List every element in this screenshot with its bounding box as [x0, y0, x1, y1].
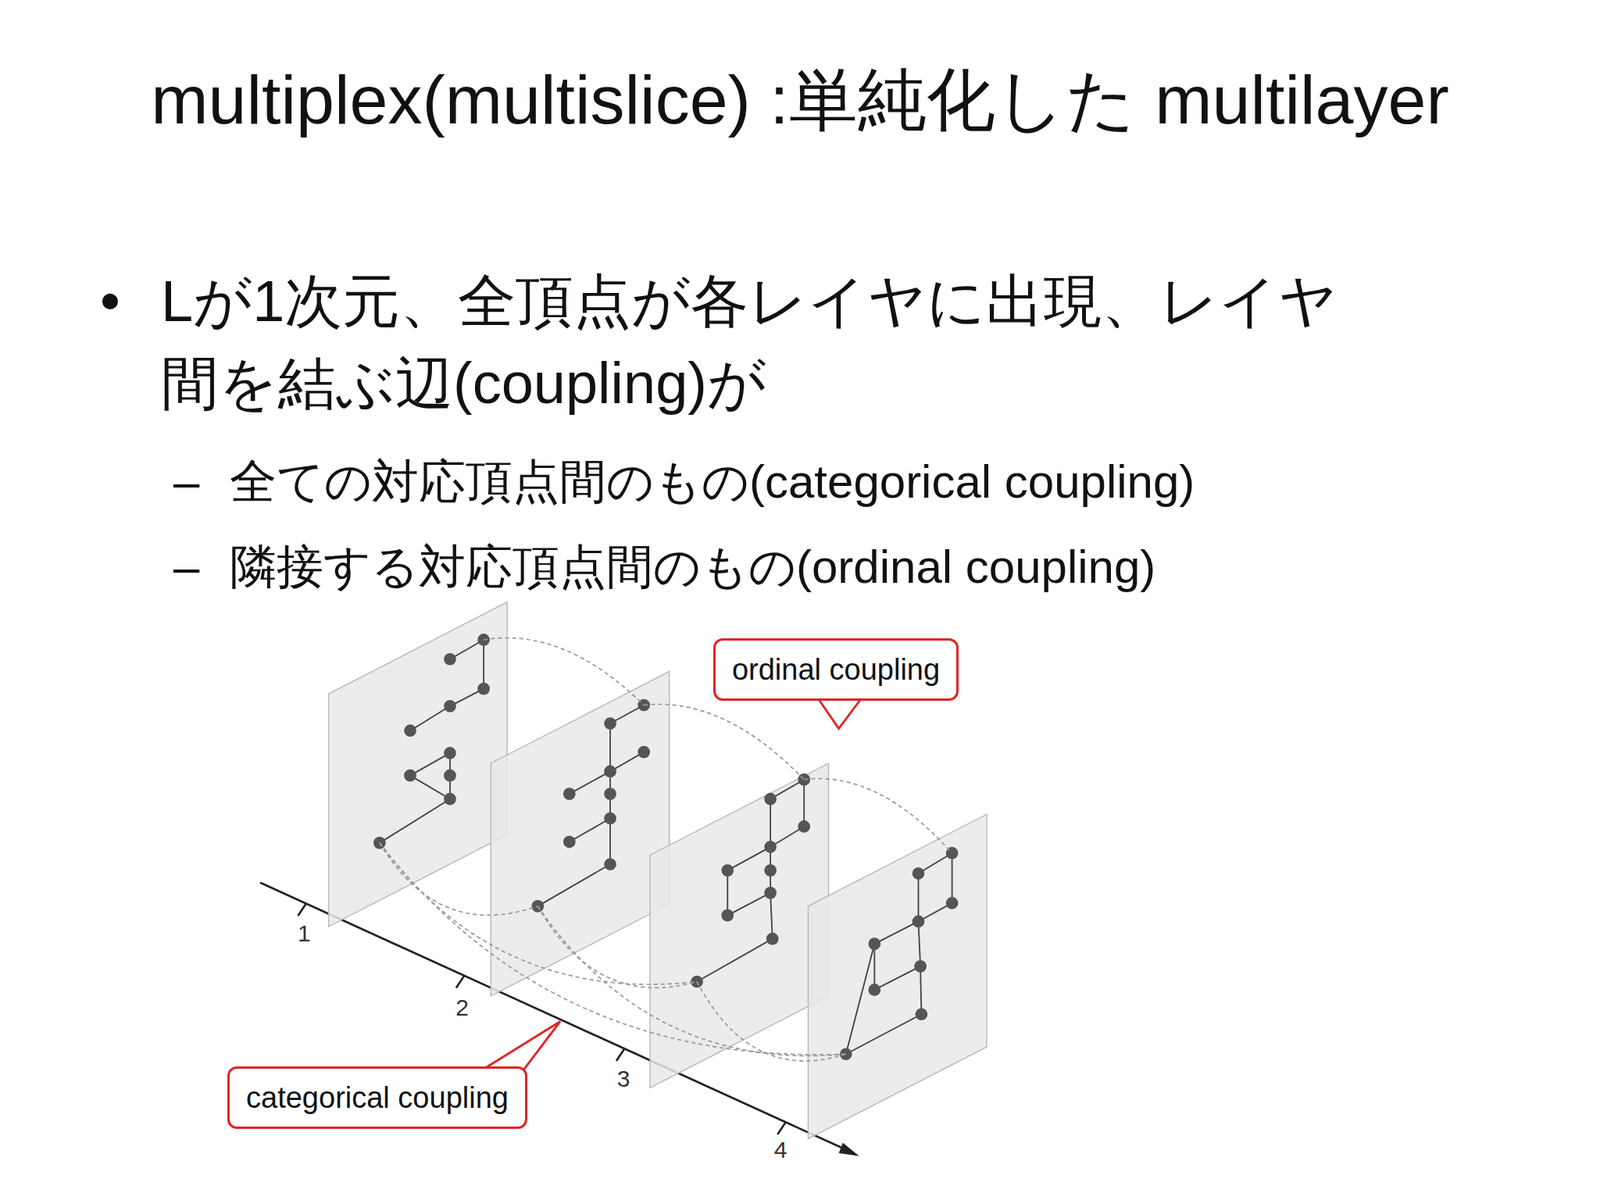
intra-layer-edge — [727, 846, 771, 871]
callout-text: categorical coupling — [246, 1081, 509, 1115]
layer-plane — [807, 814, 987, 1139]
layer-number: 2 — [453, 994, 472, 1022]
axis-tick — [616, 1048, 625, 1061]
graph-vertex — [914, 960, 927, 973]
axis-tick — [777, 1121, 786, 1135]
intra-layer-edge — [846, 943, 875, 1054]
graph-vertex — [443, 769, 457, 783]
callout-tail — [816, 696, 864, 729]
graph-vertex — [764, 886, 777, 900]
graph-vertex — [912, 915, 925, 929]
sub-bullet-dash: – — [173, 539, 200, 596]
layer-plane — [490, 671, 670, 996]
graph-vertex — [764, 840, 777, 854]
graph-vertex — [563, 787, 576, 800]
graph-vertex — [764, 864, 777, 877]
graph-vertex — [403, 769, 417, 783]
layer-slice — [490, 671, 670, 996]
categorical-coupling-line — [537, 906, 697, 989]
intra-layer-edge — [696, 939, 773, 983]
ordinal-coupling-line — [643, 703, 804, 779]
graph-vertex — [443, 700, 457, 713]
intra-layer-edge — [609, 818, 611, 865]
layer-slice — [650, 763, 829, 1088]
graph-vertex — [403, 724, 417, 737]
intra-layer-edge — [920, 966, 922, 1015]
ordinal-coupling-line — [483, 637, 644, 705]
intra-layer-edge — [482, 639, 485, 690]
axis-arrowhead — [839, 1142, 860, 1157]
intra-layer-edge — [874, 966, 921, 990]
callout-box: categorical coupling — [227, 1066, 528, 1129]
layer-plane — [328, 602, 508, 927]
intra-layer-edge — [917, 873, 920, 922]
graph-vertex — [912, 867, 925, 880]
graph-vertex — [766, 932, 779, 946]
graph-vertex — [721, 864, 734, 877]
layer-slice — [807, 814, 987, 1139]
sub-bullet-text: 全ての対応頂点間のもの(categorical coupling) — [229, 453, 1195, 511]
graph-vertex — [443, 746, 457, 760]
categorical-coupling-line — [379, 842, 847, 1055]
callout-tail — [479, 1021, 561, 1072]
axis-tick — [456, 975, 465, 989]
graph-vertex — [443, 653, 457, 666]
graph-vertex — [764, 792, 777, 806]
intra-layer-edge — [609, 723, 611, 772]
graph-vertex — [868, 937, 882, 950]
graph-vertex — [868, 983, 882, 997]
layer-plane — [650, 763, 829, 1088]
categorical-coupling-line — [696, 981, 847, 1061]
graph-vertex — [721, 909, 734, 922]
graph-vertex — [797, 820, 811, 833]
intra-layer-edge — [846, 1014, 922, 1054]
intra-layer-edge — [410, 706, 450, 731]
intra-layer-edge — [874, 921, 918, 944]
intra-layer-edge — [569, 771, 611, 794]
callout-box: ordinal coupling — [713, 638, 959, 701]
layer-slice — [328, 602, 508, 927]
callout-text: ordinal coupling — [732, 653, 940, 687]
graph-vertex — [603, 857, 617, 871]
intra-layer-edge — [769, 799, 772, 847]
graph-vertex — [603, 812, 617, 825]
bullet-text: Lが1次元、全頂点が各レイヤに出現、レイヤ 間を結ぶ辺(coupling)が — [160, 260, 1380, 425]
intra-layer-edge — [537, 864, 611, 907]
sub-bullet-dash: – — [173, 453, 200, 511]
categorical-coupling-line — [379, 842, 538, 916]
intra-layer-edge — [410, 753, 450, 776]
intra-layer-edge — [410, 775, 450, 800]
layer-number: 1 — [295, 920, 314, 947]
graph-vertex — [637, 746, 650, 759]
axis-tick — [297, 903, 306, 917]
layer-number: 3 — [614, 1065, 633, 1093]
sub-bullet-text: 隣接する対応頂点間のもの(ordinal coupling) — [229, 539, 1156, 596]
graph-vertex — [531, 900, 544, 913]
graph-vertex — [603, 787, 617, 800]
graph-vertex — [946, 896, 959, 910]
graph-vertex — [603, 717, 617, 730]
intra-layer-edge — [918, 921, 922, 966]
intra-layer-edge — [873, 943, 875, 990]
intra-layer-edge — [803, 779, 805, 827]
ordinal-coupling-line — [803, 778, 952, 854]
intra-layer-edge — [569, 818, 611, 843]
graph-vertex — [477, 682, 490, 696]
layer-number: 4 — [771, 1136, 790, 1164]
intra-layer-edge — [770, 892, 773, 940]
graph-vertex — [563, 835, 576, 849]
graph-vertex — [603, 765, 617, 779]
intra-layer-edge — [379, 799, 450, 843]
bullet-marker: • — [100, 260, 121, 343]
slide-title: multiplex(multislice) :単純化した multilayer — [135, 50, 1465, 150]
intra-layer-edge — [951, 853, 954, 904]
graph-vertex — [915, 1007, 929, 1021]
categorical-coupling-line — [537, 906, 846, 1057]
categorical-coupling-line — [379, 842, 697, 985]
intra-layer-edge — [726, 870, 729, 915]
graph-vertex — [443, 792, 457, 806]
intra-layer-edge — [727, 892, 771, 916]
